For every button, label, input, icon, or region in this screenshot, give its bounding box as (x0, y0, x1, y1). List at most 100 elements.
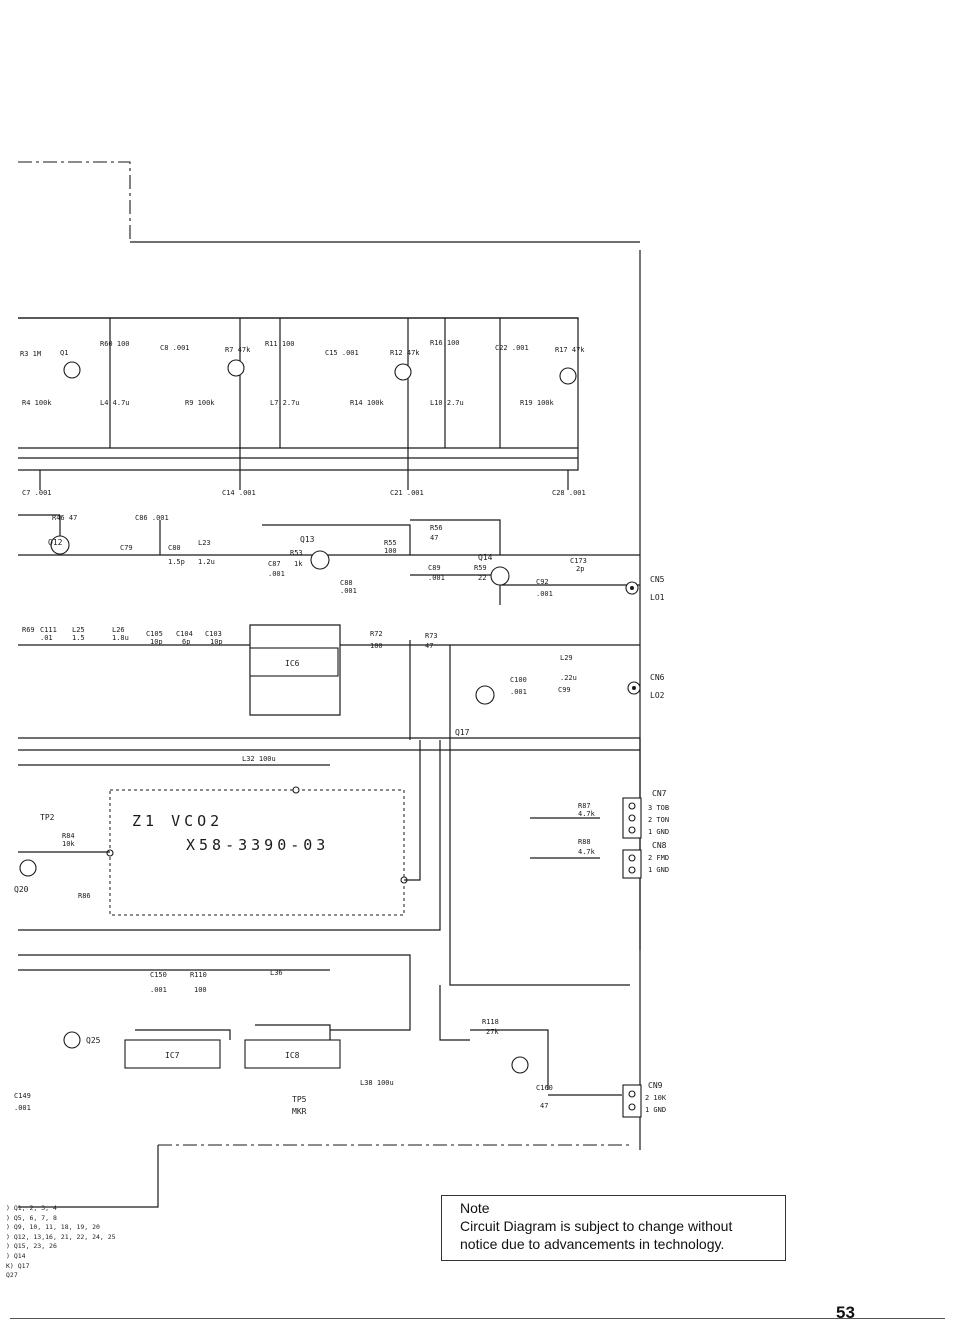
ic8-chip (244, 1039, 341, 1069)
svg-text:L23: L23 (198, 539, 211, 547)
svg-text:C100: C100 (510, 676, 527, 684)
svg-text:47: 47 (430, 534, 438, 542)
svg-text:1.5: 1.5 (72, 634, 85, 642)
svg-text:4.7k: 4.7k (578, 848, 596, 856)
svg-text:Q20: Q20 (14, 885, 29, 894)
svg-text:C111: C111 (40, 626, 57, 634)
svg-text:2 TON: 2 TON (648, 816, 669, 824)
vco-part-number: X58-3390-03 (186, 836, 329, 854)
svg-text:10k: 10k (62, 840, 75, 848)
svg-text:L25: L25 (72, 626, 85, 634)
svg-text:CN5: CN5 (650, 575, 665, 584)
legend-row: ) Q12, 13,16, 21, 22, 24, 25 (6, 1232, 116, 1241)
svg-text:22: 22 (478, 574, 486, 582)
svg-text:R87: R87 (578, 802, 591, 810)
svg-text:C86 .001: C86 .001 (135, 514, 169, 522)
legend-row: ) Q9, 10, 11, 18, 19, 20 (6, 1223, 100, 1232)
svg-text:C92: C92 (536, 578, 549, 586)
svg-text:R4 100k: R4 100k (22, 399, 52, 407)
svg-text:R3 1M: R3 1M (20, 350, 41, 358)
svg-text:1 GND: 1 GND (648, 866, 669, 874)
q4-transistor (559, 367, 577, 385)
svg-text:R88: R88 (578, 838, 591, 846)
svg-text:C8 .001: C8 .001 (160, 344, 190, 352)
svg-text:6p: 6p (182, 638, 190, 646)
svg-text:100: 100 (370, 642, 383, 650)
svg-text:LO1: LO1 (650, 593, 665, 602)
vco-block: Z1 VCO2 X58-3390-03 Q20 TP2 R84 10k R86 (14, 740, 441, 931)
svg-text:Q1: Q1 (60, 349, 68, 357)
oscillator-buffer-section: Q12 Q13 Q14 R46 47 C86 .001 C79 C80 L23 … (18, 514, 640, 605)
svg-text:R46 47: R46 47 (52, 514, 77, 522)
svg-text:CN6: CN6 (650, 673, 665, 682)
svg-text:R17 47k: R17 47k (555, 346, 585, 354)
svg-text:R59: R59 (474, 564, 487, 572)
svg-text:C28 .001: C28 .001 (552, 489, 586, 497)
svg-text:R55: R55 (384, 539, 397, 547)
q13-transistor (310, 550, 330, 570)
ic6-section: IC6 Q17 R69 C111 .01 L25 1.5 L26 1.8u C1… (18, 624, 641, 950)
svg-text:R69: R69 (22, 626, 35, 634)
svg-text:2 10K: 2 10K (645, 1094, 667, 1102)
svg-text:1k: 1k (294, 560, 303, 568)
svg-text:.001: .001 (510, 688, 527, 696)
svg-text:.01: .01 (40, 634, 53, 642)
svg-text:C80: C80 (168, 544, 181, 552)
svg-text:R110: R110 (190, 971, 207, 979)
q14-transistor (490, 566, 510, 586)
svg-text:R19 100k: R19 100k (520, 399, 555, 407)
svg-text:2 FMD: 2 FMD (648, 854, 669, 862)
svg-text:1 GND: 1 GND (648, 828, 669, 836)
svg-text:C99: C99 (558, 686, 571, 694)
svg-text:TP5: TP5 (292, 1095, 307, 1104)
svg-text:CN9: CN9 (648, 1081, 663, 1090)
svg-text:R72: R72 (370, 630, 383, 638)
svg-text:C160: C160 (536, 1084, 553, 1092)
svg-text:27k: 27k (486, 1028, 499, 1036)
svg-text:L29: L29 (560, 654, 573, 662)
svg-text:MKR: MKR (292, 1107, 307, 1116)
legend-row: ) Q1, 2, 3, 4 (6, 1204, 57, 1212)
svg-text:C104: C104 (176, 630, 193, 638)
svg-text:C89: C89 (428, 564, 441, 572)
svg-text:C149: C149 (14, 1092, 31, 1100)
svg-text:.001: .001 (536, 590, 553, 598)
legend-row: K) Q17 (6, 1261, 30, 1270)
svg-text:1.2u: 1.2u (198, 558, 215, 566)
svg-text:L10 2.7u: L10 2.7u (430, 399, 464, 407)
cn9-connector: CN9 2 10K 1 GND (548, 1081, 667, 1118)
q3-transistor (394, 363, 412, 381)
svg-text:10p: 10p (210, 638, 223, 646)
ic6-chip (249, 647, 339, 677)
svg-text:R16 100: R16 100 (430, 339, 460, 347)
q1-transistor (63, 361, 81, 379)
svg-text:C173: C173 (570, 557, 587, 565)
svg-text:C21 .001: C21 .001 (390, 489, 424, 497)
svg-text:C14 .001: C14 .001 (222, 489, 256, 497)
svg-text:R56: R56 (430, 524, 443, 532)
legend-row: ) Q14 (6, 1251, 26, 1260)
svg-text:R11 100: R11 100 (265, 340, 295, 348)
svg-text:4.7k: 4.7k (578, 810, 596, 818)
note-title: Note (460, 1200, 490, 1216)
legend-row: Q27 (6, 1271, 18, 1280)
svg-text:R73: R73 (425, 632, 438, 640)
svg-text:1.5p: 1.5p (168, 558, 185, 566)
svg-text:C105: C105 (146, 630, 163, 638)
svg-text:Q12: Q12 (48, 538, 63, 547)
svg-text:R84: R84 (62, 832, 75, 840)
q25-transistor (63, 1031, 81, 1049)
svg-text:R9 100k: R9 100k (185, 399, 215, 407)
note-body-line2: notice due to advancements in technology… (460, 1236, 725, 1252)
svg-text:R12 47k: R12 47k (390, 349, 420, 357)
transistor-legend: ) Q1, 2, 3, 4 ) Q5, 6, 7, 8 ) Q9, 10, 11… (6, 1204, 116, 1281)
svg-text:Q17: Q17 (455, 728, 470, 737)
svg-text:L38 100u: L38 100u (360, 1079, 394, 1087)
q12-transistor (50, 535, 70, 555)
svg-text:2p: 2p (576, 565, 584, 573)
svg-text:1 GND: 1 GND (645, 1106, 666, 1114)
svg-text:C87: C87 (268, 560, 281, 568)
svg-text:100: 100 (384, 547, 397, 555)
q20-transistor (19, 859, 37, 877)
svg-text:TP2: TP2 (40, 813, 55, 822)
